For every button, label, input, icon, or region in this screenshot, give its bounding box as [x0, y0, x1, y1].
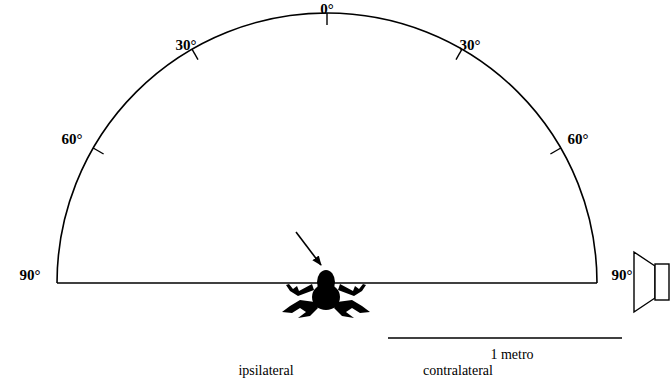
speaker-icon: [634, 252, 669, 312]
arena-arc: [57, 13, 597, 283]
angle-label: 60°: [62, 132, 83, 147]
tick-mark: [550, 148, 560, 154]
angle-label: 30°: [460, 38, 481, 53]
frog-silhouette: [282, 270, 370, 318]
angle-label: 90°: [612, 268, 633, 283]
angle-label: 30°: [176, 38, 197, 53]
angle-label: 90°: [20, 268, 41, 283]
scale-label: 1 metro: [490, 348, 533, 362]
angle-label: 60°: [568, 132, 589, 147]
angle-label: 0°: [320, 2, 334, 17]
pointer-arrow: [296, 232, 321, 265]
side-label: ipsilateral: [238, 364, 293, 378]
scale-bar: [388, 337, 622, 338]
tick-mark: [93, 148, 103, 154]
side-label: contralateral: [423, 364, 493, 378]
